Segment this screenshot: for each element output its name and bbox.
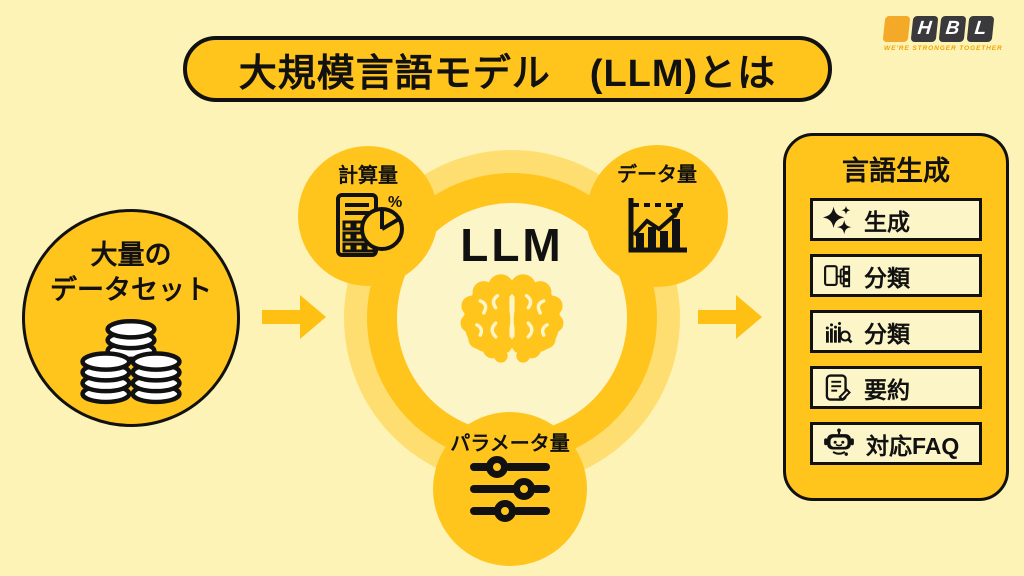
arrow-right-icon <box>698 295 762 339</box>
sliders-icon <box>470 456 550 522</box>
bar-chart-icon <box>628 198 687 253</box>
output-item-label: 対応FAQ <box>866 432 960 459</box>
hbl-logo-tiles: H B L <box>882 16 1010 42</box>
input-dataset-circle: 大量の データセット <box>22 209 240 427</box>
output-item-label: 分類 <box>864 320 910 347</box>
sparkles-icon <box>822 205 852 234</box>
note-pencil-icon <box>825 373 851 401</box>
output-item-label: 分類 <box>864 264 910 291</box>
output-item-label: 要約 <box>864 376 910 403</box>
page-title: 大規模言語モデル (LLM)とは <box>238 52 777 95</box>
logo-letter-b: B <box>938 16 967 42</box>
svg-text:%: % <box>388 194 402 211</box>
calculator-pie-icon: % <box>336 193 404 257</box>
coins-icon <box>80 319 182 405</box>
output-panel: 言語生成 生成 <box>783 133 1009 501</box>
brain-icon <box>460 274 564 363</box>
factor-compute-circle: 計算量 % <box>298 146 438 286</box>
output-item-faq: 対応FAQ <box>810 422 982 465</box>
logo-gold-tile <box>882 16 911 42</box>
logo-tagline: WE'RE STRONGER TOGETHER <box>884 45 1003 52</box>
factor-compute-label: 計算量 <box>338 165 398 187</box>
llm-label: LLM <box>460 219 564 271</box>
output-item-generate: 生成 <box>810 198 982 241</box>
document-tree-icon <box>824 264 851 287</box>
output-panel-title: 言語生成 <box>842 156 950 186</box>
output-item-classify-1: 分類 <box>810 254 982 297</box>
factor-param-circle: パラメータ量 <box>433 412 587 566</box>
output-item-summarize: 要約 <box>810 366 982 409</box>
factor-data-circle: データ量 <box>586 145 728 287</box>
output-item-label: 生成 <box>864 208 910 235</box>
logo-letter-h: H <box>910 16 939 42</box>
arrow-right-icon <box>262 295 326 339</box>
title-banner: 大規模言語モデル (LLM)とは <box>183 36 832 102</box>
chart-magnifier-icon <box>825 321 853 343</box>
robot-icon <box>824 428 854 456</box>
input-label-line2: データセット <box>50 274 212 305</box>
logo-letter-l: L <box>966 16 995 42</box>
output-items: 生成 分類 <box>810 198 982 465</box>
input-label-line1: 大量の <box>90 240 172 270</box>
factor-param-label: パラメータ量 <box>450 433 570 455</box>
hbl-logo: H B L WE'RE STRONGER TOGETHER <box>882 16 1010 52</box>
factor-data-label: データ量 <box>617 164 697 186</box>
output-item-classify-2: 分類 <box>810 310 982 353</box>
